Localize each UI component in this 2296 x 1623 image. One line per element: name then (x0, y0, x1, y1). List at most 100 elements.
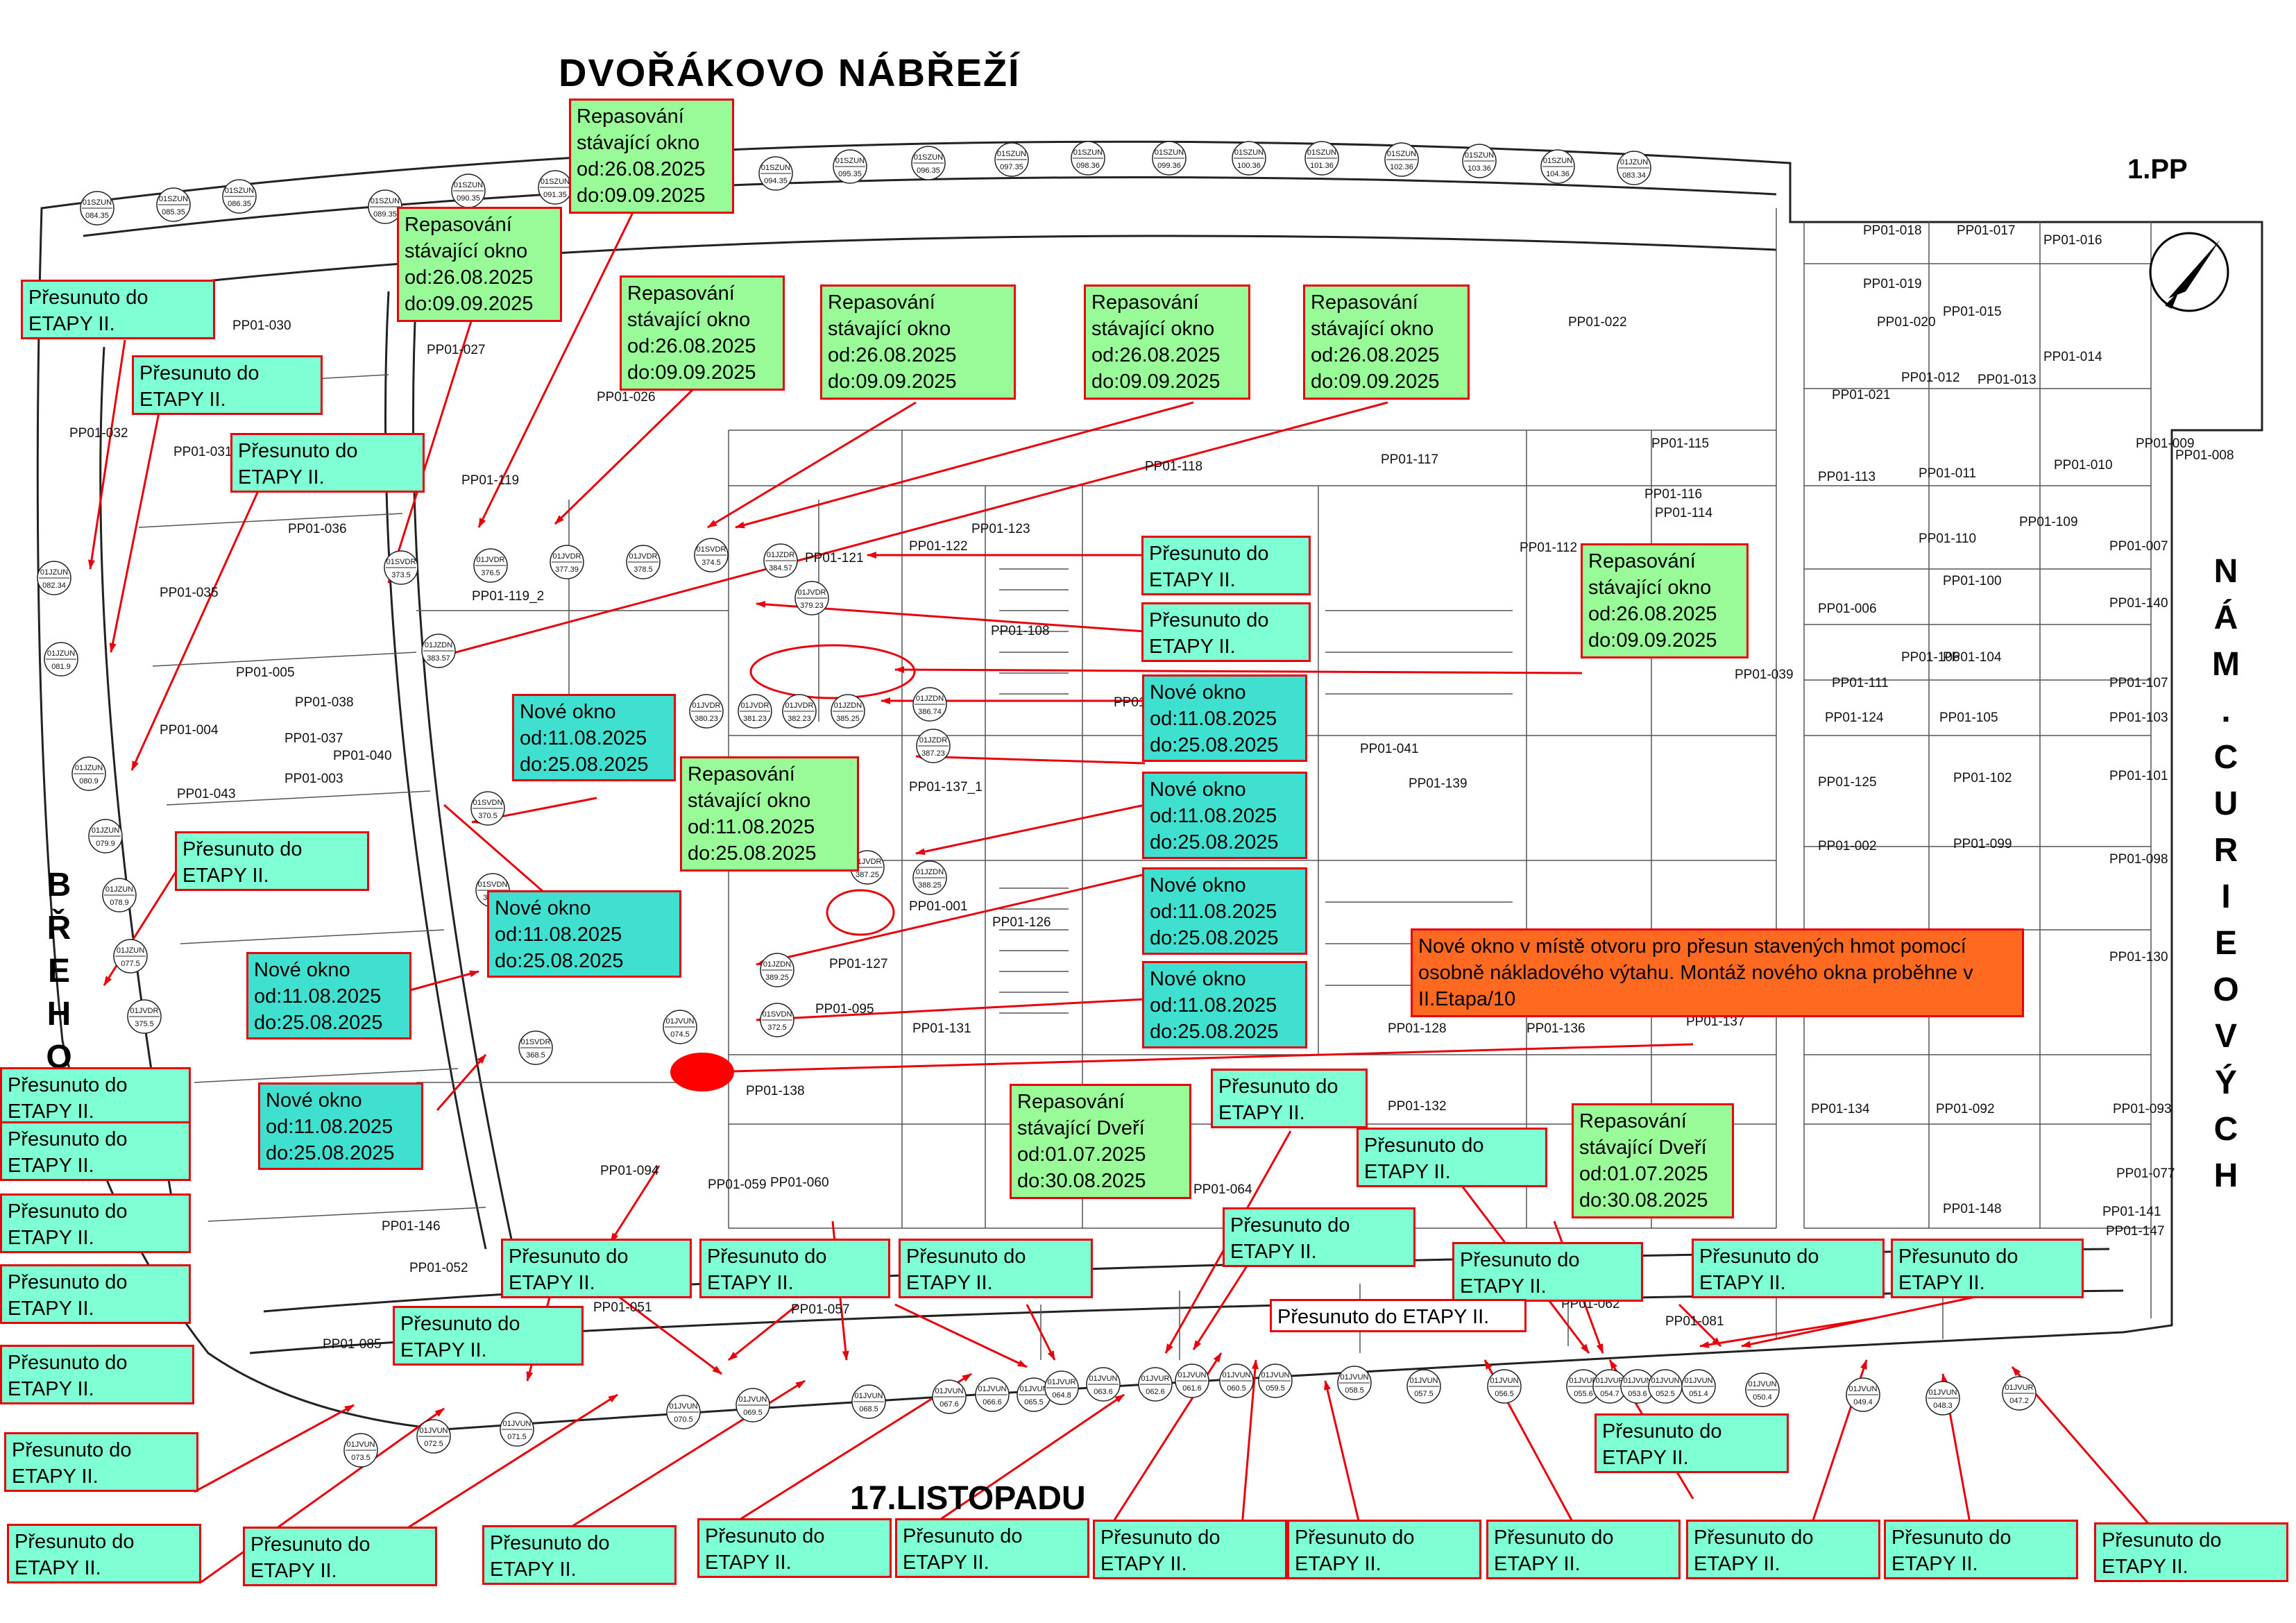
note-repair-window: Repasování stávající okno od:26.08.2025 … (397, 207, 562, 322)
window-tag-number: 388.25 (918, 881, 942, 890)
room-label: PP01-146 (382, 1219, 441, 1234)
window-tag-code: 01JVUR (1596, 1377, 1624, 1385)
room-label: PP01-019 (1863, 277, 1922, 291)
window-tag-code: 01JVUN (739, 1395, 767, 1404)
street-letter: N (2213, 553, 2238, 590)
street-letter: H (46, 996, 71, 1033)
floor-label: 1.PP (2127, 154, 2188, 185)
window-tag-code: 01SZUN (1465, 151, 1494, 160)
note-moved-phase-2: Přesunuto do ETAPY II. (1486, 1520, 1681, 1579)
window-tag-number: 385.25 (836, 715, 860, 723)
room-label: PP01-010 (2054, 458, 2113, 473)
room-label: PP01-102 (1953, 771, 2012, 785)
window-tag: 01JVUN 060.5 (1219, 1363, 1254, 1398)
window-tag-number: 103.36 (1468, 164, 1491, 173)
note-elevator-window: Nové okno v místě otvoru pro přesun stav… (1411, 928, 2024, 1017)
room-label: PP01-003 (284, 772, 343, 786)
window-tag-number: 050.4 (1753, 1393, 1772, 1402)
window-tag-code: 01JVUN (1685, 1377, 1713, 1385)
room-label: PP01-101 (2109, 769, 2168, 783)
window-tag-number: 085.35 (162, 208, 185, 216)
room-label: PP01-105 (1939, 711, 1998, 725)
room-label: PP01-039 (1735, 668, 1794, 682)
room-label: PP01-113 (1818, 470, 1876, 484)
room-label: PP01-051 (593, 1300, 652, 1315)
room-label: PP01-052 (409, 1261, 468, 1275)
room-label: PP01-148 (1943, 1202, 2002, 1216)
note-moved-phase-2: Přesunuto do ETAPY II. (895, 1518, 1089, 1578)
room-label: PP01-107 (2109, 676, 2168, 690)
window-tag-number: 069.5 (743, 1409, 763, 1417)
window-tag-code: 01JVUN (1223, 1371, 1251, 1379)
note-moved-phase-2: Přesunuto do ETAPY II. (0, 1345, 194, 1404)
window-tag-code: 01JVUN (666, 1017, 695, 1026)
window-tag-code: 01JZDR (767, 551, 794, 559)
room-label: PP01-040 (333, 749, 392, 763)
note-new-window: Nové okno od:11.08.2025 do:25.08.2025 (246, 952, 411, 1039)
note-moved-phase-2: Přesunuto do ETAPY II. (1884, 1520, 2078, 1579)
note-repair-window: Repasování stávající okno od:26.08.2025 … (1581, 543, 1749, 658)
room-label: PP01-116 (1644, 487, 1702, 502)
room-label: PP01-124 (1825, 711, 1884, 725)
street-letter: . (2221, 692, 2231, 729)
room-label: PP01-132 (1388, 1099, 1447, 1114)
room-label: PP01-093 (2113, 1102, 2172, 1116)
window-tag-number: 080.9 (79, 777, 99, 785)
window-tag-number: 053.6 (1628, 1390, 1647, 1398)
window-tag-code: 01JVUN (1410, 1377, 1438, 1385)
room-label: PP01-081 (1665, 1314, 1724, 1329)
window-tag-number: 368.5 (526, 1051, 545, 1060)
window-tag-number: 060.5 (1227, 1384, 1246, 1393)
window-tag: 01SZUN 103.36 (1462, 144, 1497, 178)
room-label: PP01-011 (1919, 466, 1976, 481)
room-label: PP01-103 (2109, 711, 2168, 725)
room-label: PP01-127 (829, 957, 888, 971)
window-tag-number: 065.5 (1024, 1398, 1044, 1407)
window-tag-number: 376.5 (481, 569, 500, 577)
window-tag-number: 079.9 (96, 840, 115, 848)
room-label: PP01-094 (600, 1164, 659, 1178)
note-moved-phase-2: Přesunuto do ETAPY II. (21, 280, 215, 339)
window-tag-code: 01SZUN (914, 153, 943, 162)
window-tag-number: 052.5 (1656, 1390, 1675, 1398)
window-tag-code: 01JVUR (1570, 1377, 1598, 1385)
note-moved-phase-2: Přesunuto do ETAPY II. (1270, 1299, 1527, 1332)
room-label: PP01-002 (1818, 839, 1877, 853)
street-letter: V (2214, 1018, 2237, 1055)
room-label: PP01-140 (2109, 596, 2168, 611)
window-tag-code: 01JVUN (935, 1387, 964, 1395)
room-label: PP01-026 (597, 390, 656, 405)
room-label: PP01-006 (1818, 602, 1877, 616)
note-moved-phase-2: Přesunuto do ETAPY II. (1141, 536, 1311, 595)
window-tag-number: 372.5 (767, 1023, 787, 1032)
window-tag-code: 01JVUN (1651, 1377, 1680, 1385)
room-label: PP01-077 (2116, 1166, 2175, 1181)
window-tag-code: 01SZUN (83, 198, 112, 207)
room-label: PP01-017 (1957, 223, 2016, 238)
room-label: PP01-125 (1818, 775, 1877, 790)
room-label: PP01-134 (1811, 1102, 1870, 1116)
window-tag-code: 01JVDR (692, 702, 721, 710)
window-tag-code: 01JVUN (670, 1402, 698, 1411)
note-moved-phase-2: Přesunuto do ETAPY II. (393, 1306, 584, 1366)
window-tag-code: 01JZUN (105, 885, 133, 894)
room-label: PP01-064 (1193, 1182, 1252, 1197)
note-new-window: Nové okno od:11.08.2025 do:25.08.2025 (487, 890, 681, 978)
